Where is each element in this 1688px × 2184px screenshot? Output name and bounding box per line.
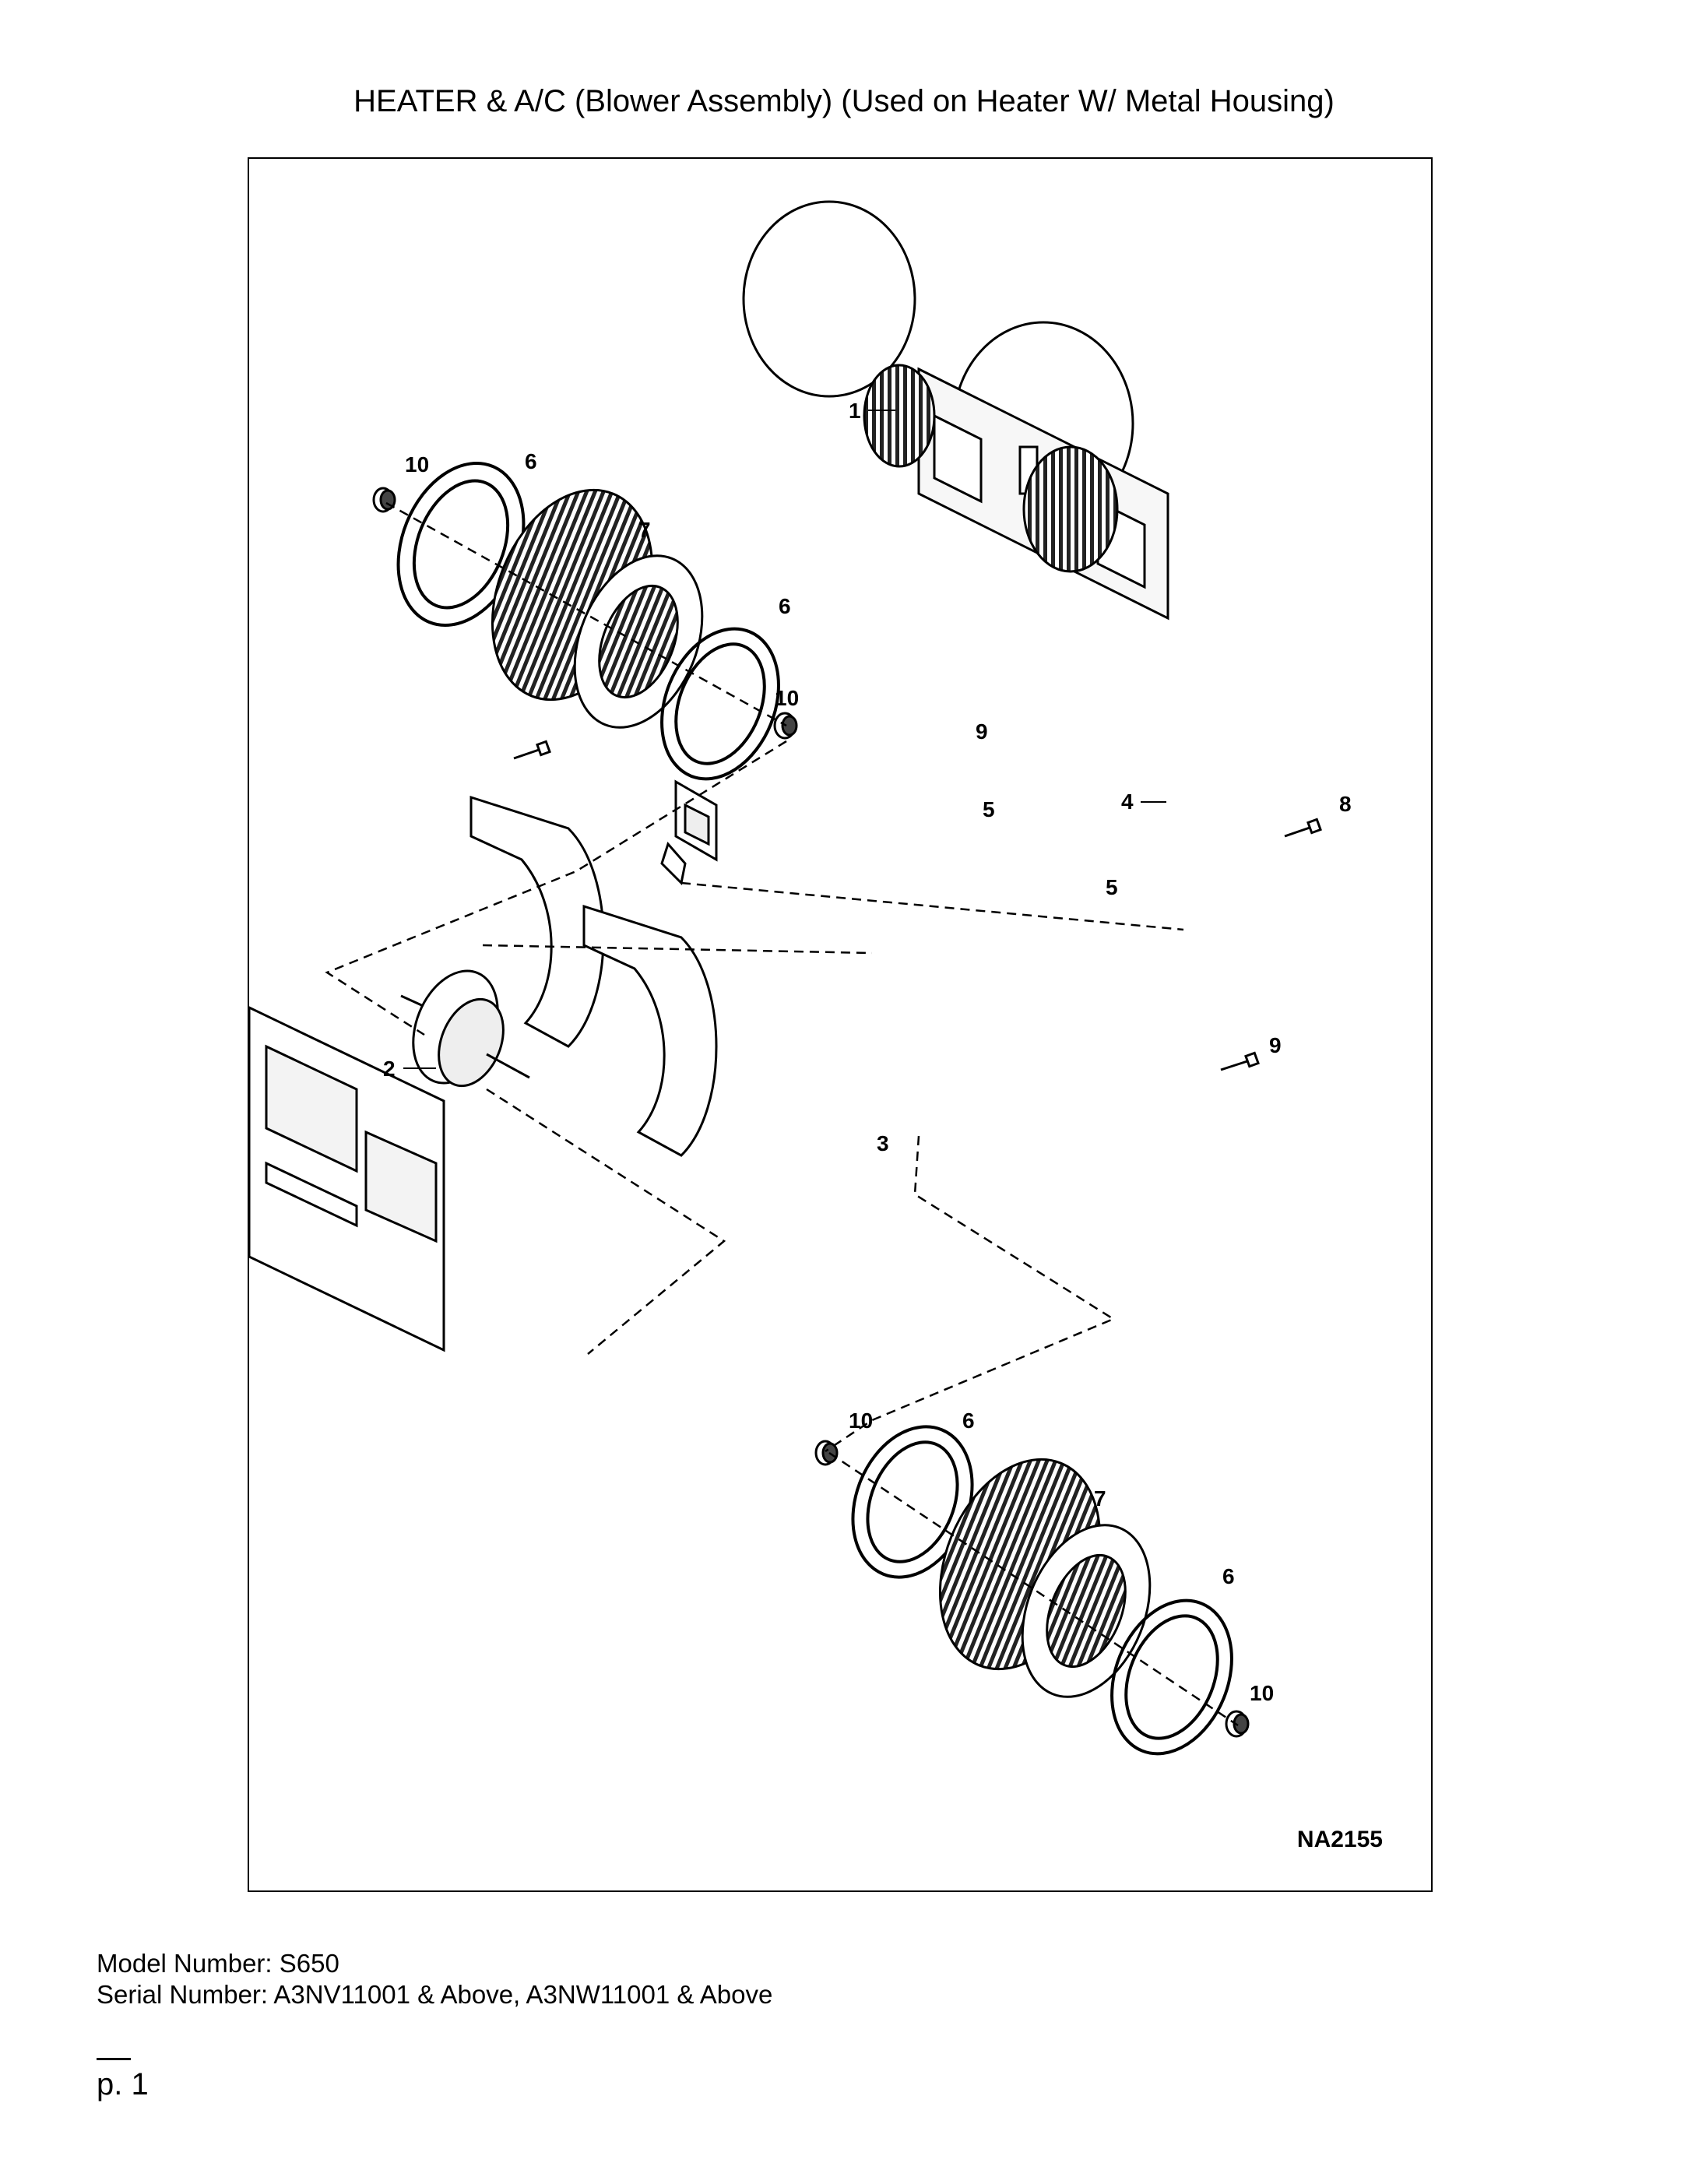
- svg-text:7: 7: [638, 518, 651, 542]
- callout-10c: 10: [849, 1409, 873, 1433]
- callout-10b: 10: [775, 686, 799, 710]
- callout-6a: 6: [525, 449, 537, 473]
- resistor-bracket: [660, 779, 718, 886]
- ring-bottom-right: [1110, 1598, 1233, 1756]
- callout-2: 2: [383, 1057, 436, 1081]
- scroll-housing-lower: [582, 904, 718, 1157]
- blower-wheel-bottom: [938, 1458, 1152, 1698]
- callout-10d: 10: [1250, 1681, 1274, 1705]
- page-title: HEATER & A/C (Blower Assembly) (Used on …: [353, 84, 1335, 118]
- screw-9-upper: [513, 740, 551, 760]
- callout-6c: 6: [962, 1409, 975, 1433]
- page-number: p. 1: [97, 2067, 149, 2101]
- callout-8: 8: [1339, 792, 1352, 816]
- serial-number: Serial Number: A3NV11001 & Above, A3NW11…: [97, 1980, 773, 2009]
- svg-text:9: 9: [1269, 1033, 1282, 1057]
- svg-text:3: 3: [877, 1131, 889, 1155]
- svg-text:10: 10: [775, 686, 799, 710]
- blower-wheel-top: [491, 488, 704, 729]
- callout-7b: 7: [1094, 1486, 1106, 1511]
- page-rule: [97, 2058, 131, 2060]
- assembly-lines: [325, 501, 1239, 1727]
- diagram-frame: 1 2 3 4 5 5 6 6 6 6 7 7 8 9 9 10 10 10 1…: [248, 157, 1433, 1892]
- callout-9b: 9: [1269, 1033, 1282, 1057]
- callout-1: 1: [849, 399, 895, 423]
- scroll-housing-upper: [469, 795, 605, 1048]
- callout-6d: 6: [1222, 1564, 1235, 1588]
- drawing-id: NA2155: [1296, 1827, 1383, 1852]
- svg-text:8: 8: [1339, 792, 1352, 816]
- svg-text:5: 5: [983, 797, 995, 821]
- callout-7a: 7: [638, 518, 651, 542]
- ring-top-right: [660, 627, 780, 781]
- footer: Model Number: S650 Serial Number: A3NV11…: [97, 1948, 772, 2010]
- svg-text:9: 9: [976, 719, 988, 744]
- svg-text:10: 10: [849, 1409, 873, 1433]
- blower-housing-assembly: [742, 200, 1169, 621]
- svg-text:1: 1: [849, 399, 861, 423]
- callout-4: 4: [1121, 790, 1166, 814]
- cap-top-left: [372, 487, 396, 513]
- svg-text:6: 6: [779, 594, 791, 618]
- screw-9-lower: [1220, 1051, 1260, 1071]
- svg-text:6: 6: [962, 1409, 975, 1433]
- svg-text:6: 6: [525, 449, 537, 473]
- svg-text:7: 7: [1094, 1486, 1106, 1511]
- model-number: Model Number: S650: [97, 1949, 339, 1978]
- callout-5a: 5: [983, 797, 995, 821]
- callout-10a: 10: [405, 452, 429, 477]
- housing-rear-plate: [249, 1006, 445, 1352]
- blower-motor: [400, 969, 530, 1088]
- svg-text:2: 2: [383, 1057, 396, 1081]
- callout-3: 3: [877, 1131, 889, 1155]
- svg-text:4: 4: [1121, 790, 1134, 814]
- callout-5b: 5: [1106, 875, 1118, 899]
- svg-text:5: 5: [1106, 875, 1118, 899]
- svg-text:10: 10: [1250, 1681, 1274, 1705]
- callout-9a: 9: [976, 719, 988, 744]
- exploded-view-diagram: 1 2 3 4 5 5 6 6 6 6 7 7 8 9 9 10 10 10 1…: [249, 200, 1352, 1756]
- callout-6b: 6: [779, 594, 791, 618]
- svg-text:6: 6: [1222, 1564, 1235, 1588]
- svg-text:10: 10: [405, 452, 429, 477]
- screw-8: [1284, 818, 1322, 838]
